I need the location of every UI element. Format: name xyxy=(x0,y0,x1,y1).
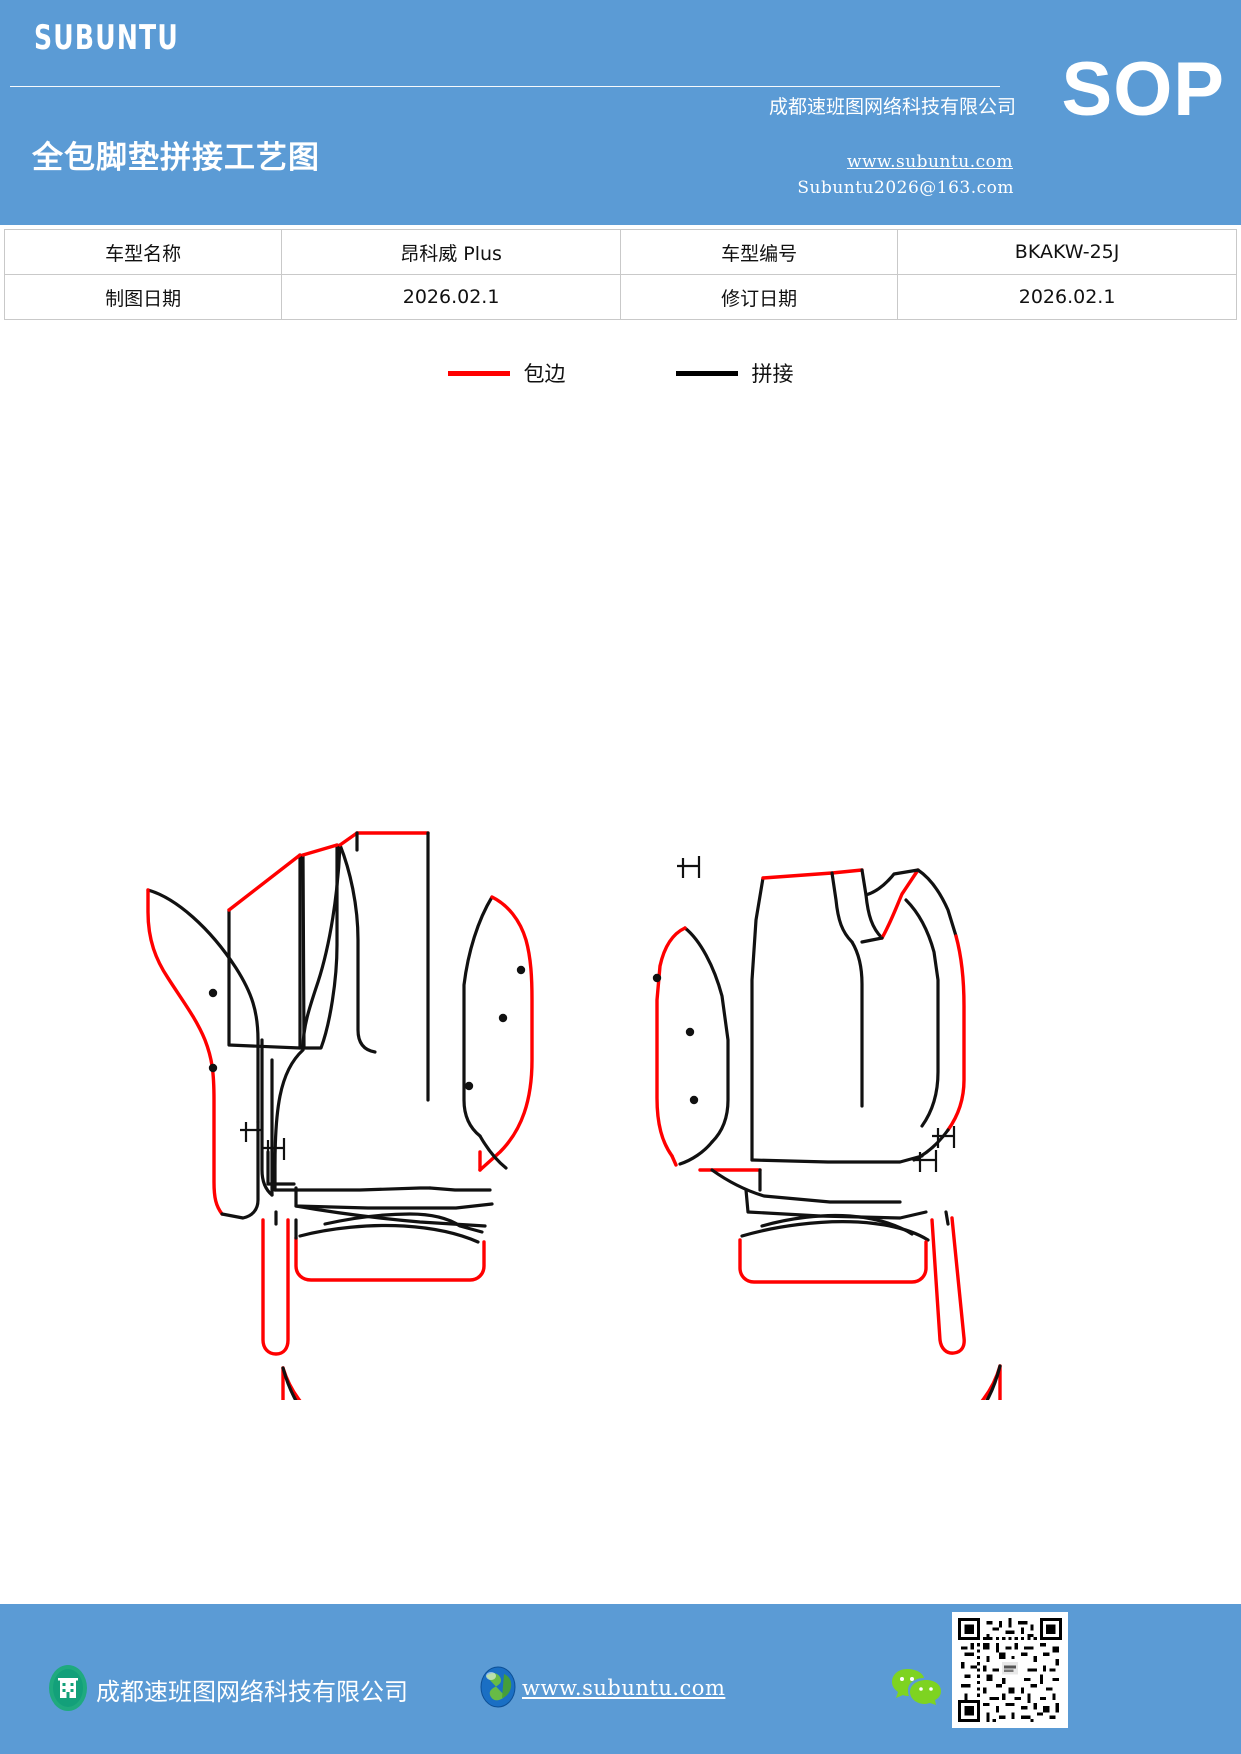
label-revise-date: 修订日期 xyxy=(619,274,899,320)
value-model-code: BKAKW-25J xyxy=(897,229,1237,275)
registration-mark xyxy=(240,1120,286,1160)
footer-website-link[interactable]: www.subuntu.com xyxy=(522,1676,726,1700)
header-company-name: 成都速班图网络科技有限公司 xyxy=(768,96,1016,118)
document-title: 全包脚垫拼接工艺图 xyxy=(32,140,320,176)
building-icon xyxy=(49,1665,87,1711)
label-model-name: 车型名称 xyxy=(3,229,283,275)
header-email: Subuntu2026@163.com xyxy=(797,178,1014,198)
sop-badge: SOP xyxy=(1061,47,1225,132)
red-line-swatch-icon xyxy=(447,370,510,376)
legend-item-splice: 拼接 xyxy=(675,358,794,388)
header-website-link[interactable]: www.subuntu.com xyxy=(846,152,1013,172)
wechat-icon xyxy=(892,1669,941,1705)
front-left-side-flap xyxy=(462,895,534,1172)
black-line-swatch-icon xyxy=(675,370,738,376)
label-draw-date: 制图日期 xyxy=(3,274,283,320)
table-row: 车型名称 昂科威 Plus 车型编号 BKAKW-25J xyxy=(3,229,1237,275)
drawing-legend: 包边 拼接 xyxy=(0,358,1241,388)
front-left-mat-piece xyxy=(146,831,494,1356)
stud-hole xyxy=(208,988,218,998)
front-right-mat-piece xyxy=(652,856,966,1355)
rear-mat-piece xyxy=(281,1364,1002,1400)
qr-code xyxy=(952,1612,1068,1728)
value-revise-date: 2026.02.1 xyxy=(897,274,1237,320)
legend-label-splice: 拼接 xyxy=(751,362,794,386)
brand-logo: SUBUNTU xyxy=(34,18,179,58)
label-model-code: 车型编号 xyxy=(619,229,899,275)
vehicle-info-table: 车型名称 昂科威 Plus 车型编号 BKAKW-25J 制图日期 2026.0… xyxy=(3,229,1237,320)
globe-icon xyxy=(480,1666,516,1708)
qr-code-image xyxy=(958,1618,1062,1722)
registration-mark xyxy=(677,856,956,1172)
page-header: SUBUNTU 全包脚垫拼接工艺图 成都速班图网络科技有限公司 www.subu… xyxy=(0,0,1241,225)
stud-hole xyxy=(208,1063,218,1073)
footer-company-name: 成都速班图网络科技有限公司 xyxy=(96,1678,408,1706)
stud-hole xyxy=(685,1027,695,1037)
stud-hole xyxy=(516,965,526,975)
stud-hole xyxy=(652,973,662,983)
table-row: 制图日期 2026.02.1 修订日期 2026.02.1 xyxy=(3,274,1237,320)
floor-mat-pattern-drawing xyxy=(0,400,1241,1400)
legend-item-binding: 包边 xyxy=(447,358,566,388)
legend-label-binding: 包边 xyxy=(523,362,566,386)
stud-hole xyxy=(689,1095,699,1105)
stud-hole xyxy=(464,1081,474,1091)
value-draw-date: 2026.02.1 xyxy=(281,274,621,320)
stud-hole xyxy=(498,1013,508,1023)
value-model-name: 昂科威 Plus xyxy=(281,229,621,275)
header-divider xyxy=(10,86,1000,87)
